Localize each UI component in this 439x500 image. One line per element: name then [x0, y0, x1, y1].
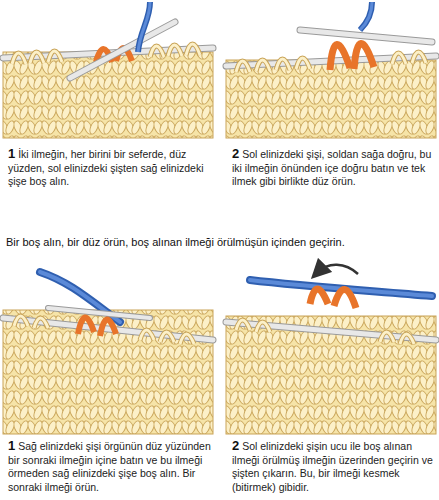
step-caption: 1 Sağ elinizdeki şişi örgünün düz yüzünd…	[8, 438, 213, 494]
panel-3	[3, 272, 213, 434]
section-heading: Bir boş alın, bir düz örün, boş alınan i…	[6, 236, 434, 250]
step-number: 1	[8, 146, 15, 161]
panel-1	[3, 2, 213, 138]
step-caption: 2 Sol elinizdeki şişin ucu ile boş alına…	[232, 438, 434, 494]
panel-4	[226, 265, 436, 434]
step-caption: 1 İki ilmeğin, her birini bir seferde, d…	[8, 146, 213, 189]
step-number: 1	[8, 438, 15, 453]
step-text: İki ilmeğin, her birini bir seferde, düz…	[8, 148, 204, 187]
step-text: Sağ elinizdeki şişi örgünün düz yüzünden…	[8, 440, 211, 493]
heading-text: Bir boş alın, bir düz örün, boş alınan i…	[6, 236, 345, 248]
step-number: 2	[232, 438, 239, 453]
panel-2	[226, 2, 436, 138]
step-text: Sol elinizdeki şişin ucu ile boş alınan …	[232, 440, 433, 493]
step-number: 2	[232, 146, 239, 161]
step-text: Sol elinizdeki şişi, soldan sağa doğru, …	[232, 148, 431, 187]
step-caption: 2 Sol elinizdeki şişi, soldan sağa doğru…	[232, 146, 434, 189]
